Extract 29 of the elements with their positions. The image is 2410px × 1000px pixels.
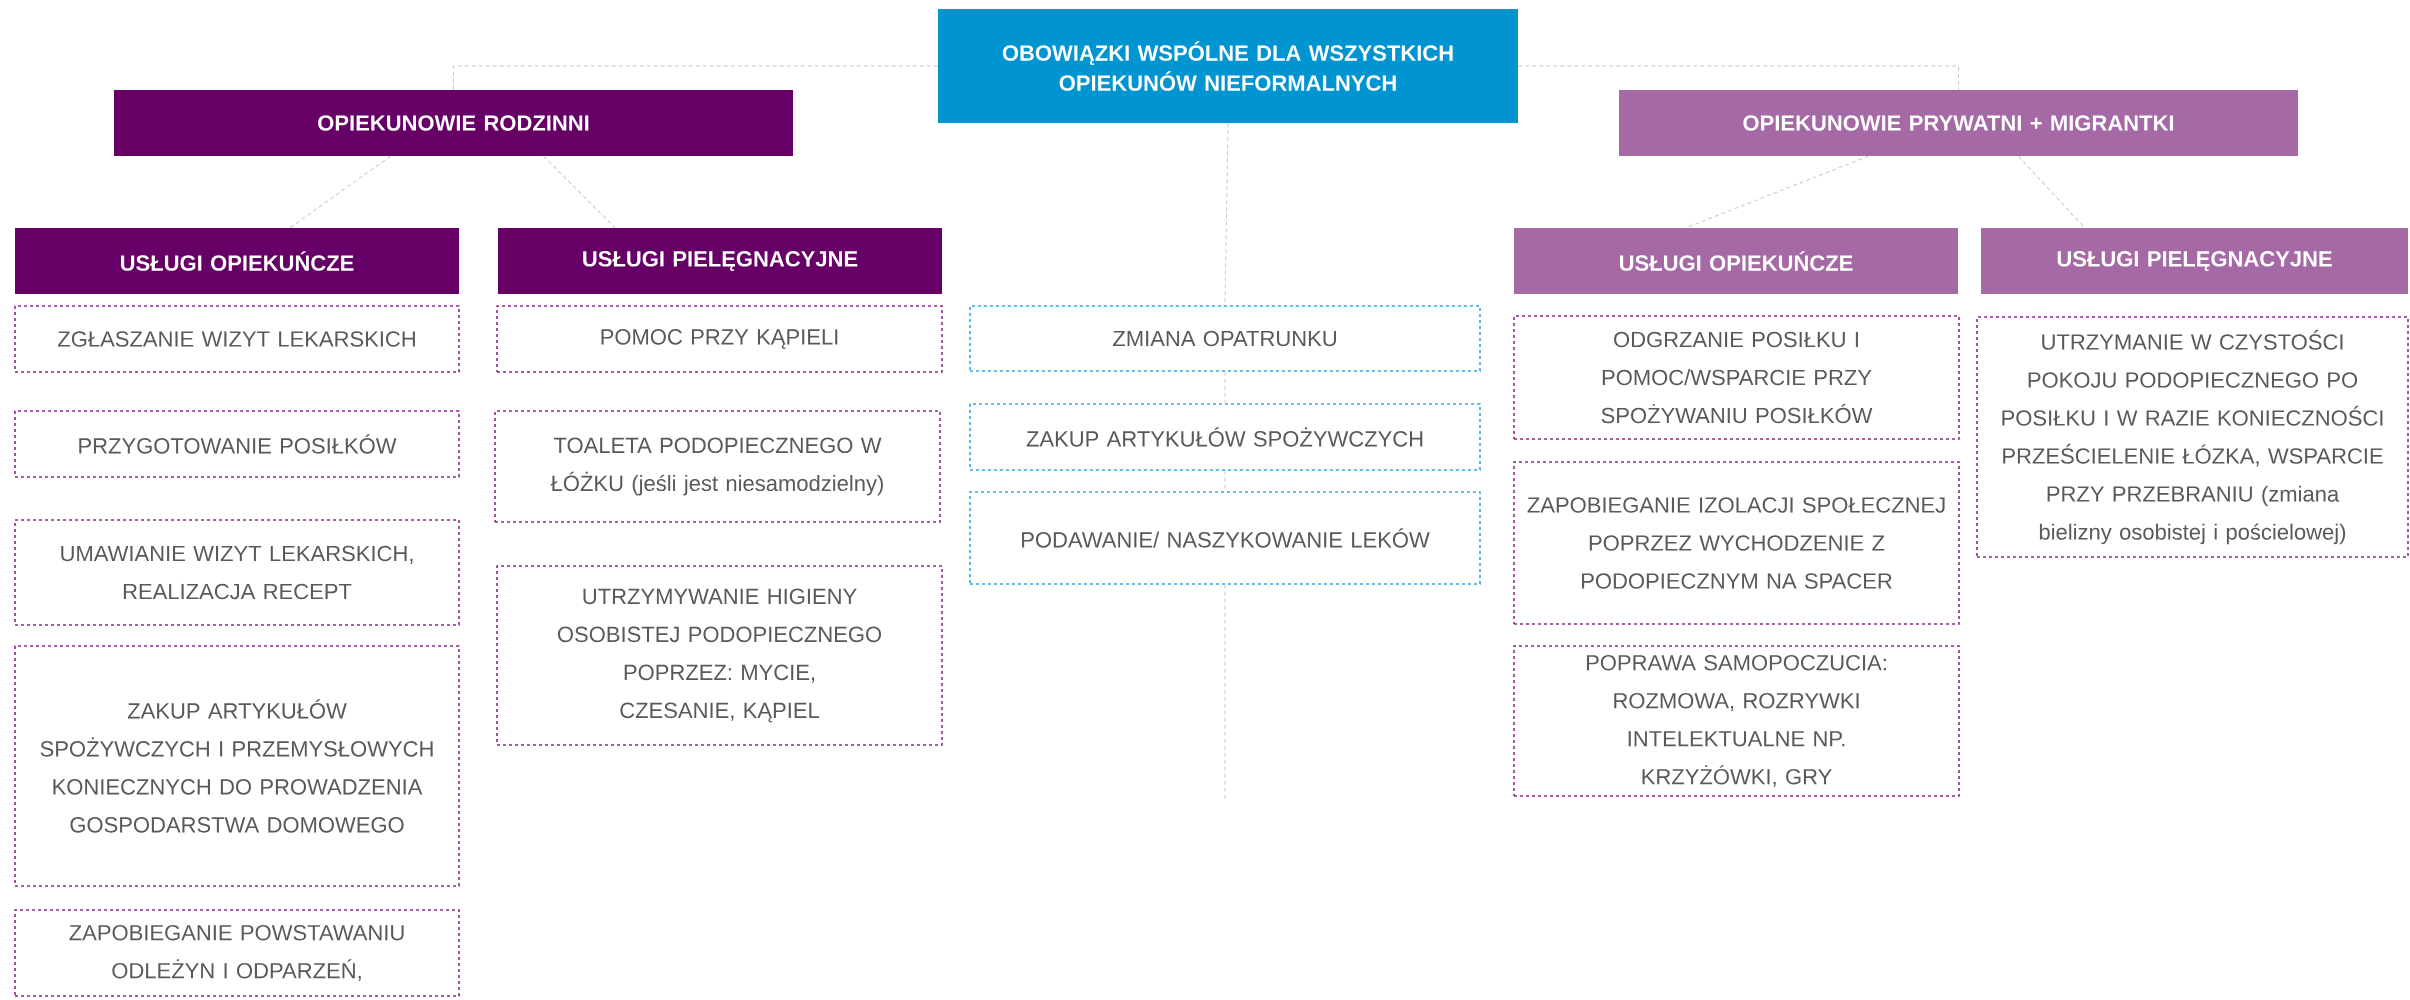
header-box: OPIEKUNOWIE PRYWATNI + MIGRANTKI bbox=[1619, 90, 2298, 156]
task-box: ZAKUP ARTYKUŁÓW SPOŻYWCZYCH I PRZEMYSŁOWYCH KONIECZNYCH DO PROWADZENIA GOSPODARSTWA DOMOWEGO bbox=[14, 645, 460, 887]
category-box: USŁUGI PIELĘGNACYJNE bbox=[1981, 228, 2408, 294]
task-box: UTRZYMYWANIE HIGIENY OSOBISTEJ PODOPIECZNEGO POPRZEZ: MYCIE, CZESANIE, KĄPIEL bbox=[496, 565, 943, 746]
task-box: ZAPOBIEGANIE POWSTAWANIU ODLEŻYN I ODPARZEŃ, bbox=[14, 909, 460, 997]
connector-line bbox=[543, 155, 616, 229]
task-box: UMAWIANIE WIZYT LEKARSKICH, REALIZACJA RECEPT bbox=[14, 519, 460, 626]
task-box: POPRAWA SAMOPOCZUCIA: ROZMOWA, ROZRYWKI INTELEKTUALNE NP. KRZYŻÓWKI, GRY bbox=[1513, 645, 1960, 797]
task-box: TOALETA PODOPIECZNEGO W ŁÓŻKU (jeśli jest niesamodzielny) bbox=[494, 410, 941, 523]
category-box: USŁUGI PIELĘGNACYJNE bbox=[498, 228, 942, 294]
task-box: ZAPOBIEGANIE IZOLACJI SPOŁECZNEJ POPRZEZ WYCHODZENIE Z PODOPIECZNYM NA SPACER bbox=[1513, 461, 1960, 625]
task-box: PODAWANIE/ NASZYKOWANIE LEKÓW bbox=[969, 491, 1481, 585]
task-box: ZMIANA OPATRUNKU bbox=[969, 305, 1481, 372]
task-box: POMOC PRZY KĄPIELI bbox=[496, 305, 943, 373]
header-box: OBOWIĄZKI WSPÓLNE DLA WSZYSTKICH OPIEKUNÓW NIEFORMALNYCH bbox=[938, 9, 1518, 123]
connector-line bbox=[289, 155, 391, 229]
task-box: ZAKUP ARTYKUŁÓW SPOŻYWCZYCH bbox=[969, 403, 1481, 471]
task-box: PRZYGOTOWANIE POSIŁKÓW bbox=[14, 410, 460, 478]
task-box: UTRZYMANIE W CZYSTOŚCI POKOJU PODOPIECZNEGO PO POSIŁKU I W RAZIE KONIECZNOŚCI PRZEŚCIELENIE ŁÓZKA, WSPARCIE PRZY PRZEBRANIU (zmiana bielizny osobistej i pościelowej) bbox=[1976, 316, 2409, 558]
connector-line bbox=[1224, 122, 1229, 306]
category-box: USŁUGI OPIEKUŃCZE bbox=[15, 228, 459, 294]
connector-line bbox=[1517, 65, 1959, 91]
connector-line bbox=[453, 65, 939, 91]
connector-line bbox=[1685, 155, 1869, 229]
category-box: USŁUGI OPIEKUŃCZE bbox=[1514, 228, 1958, 294]
connector-line bbox=[2018, 155, 2085, 229]
task-box: ZGŁASZANIE WIZYT LEKARSKICH bbox=[14, 305, 460, 373]
header-box: OPIEKUNOWIE RODZINNI bbox=[114, 90, 793, 156]
task-box: ODGRZANIE POSIŁKU I POMOC/WSPARCIE PRZY SPOŻYWANIU POSIŁKÓW bbox=[1513, 315, 1960, 440]
